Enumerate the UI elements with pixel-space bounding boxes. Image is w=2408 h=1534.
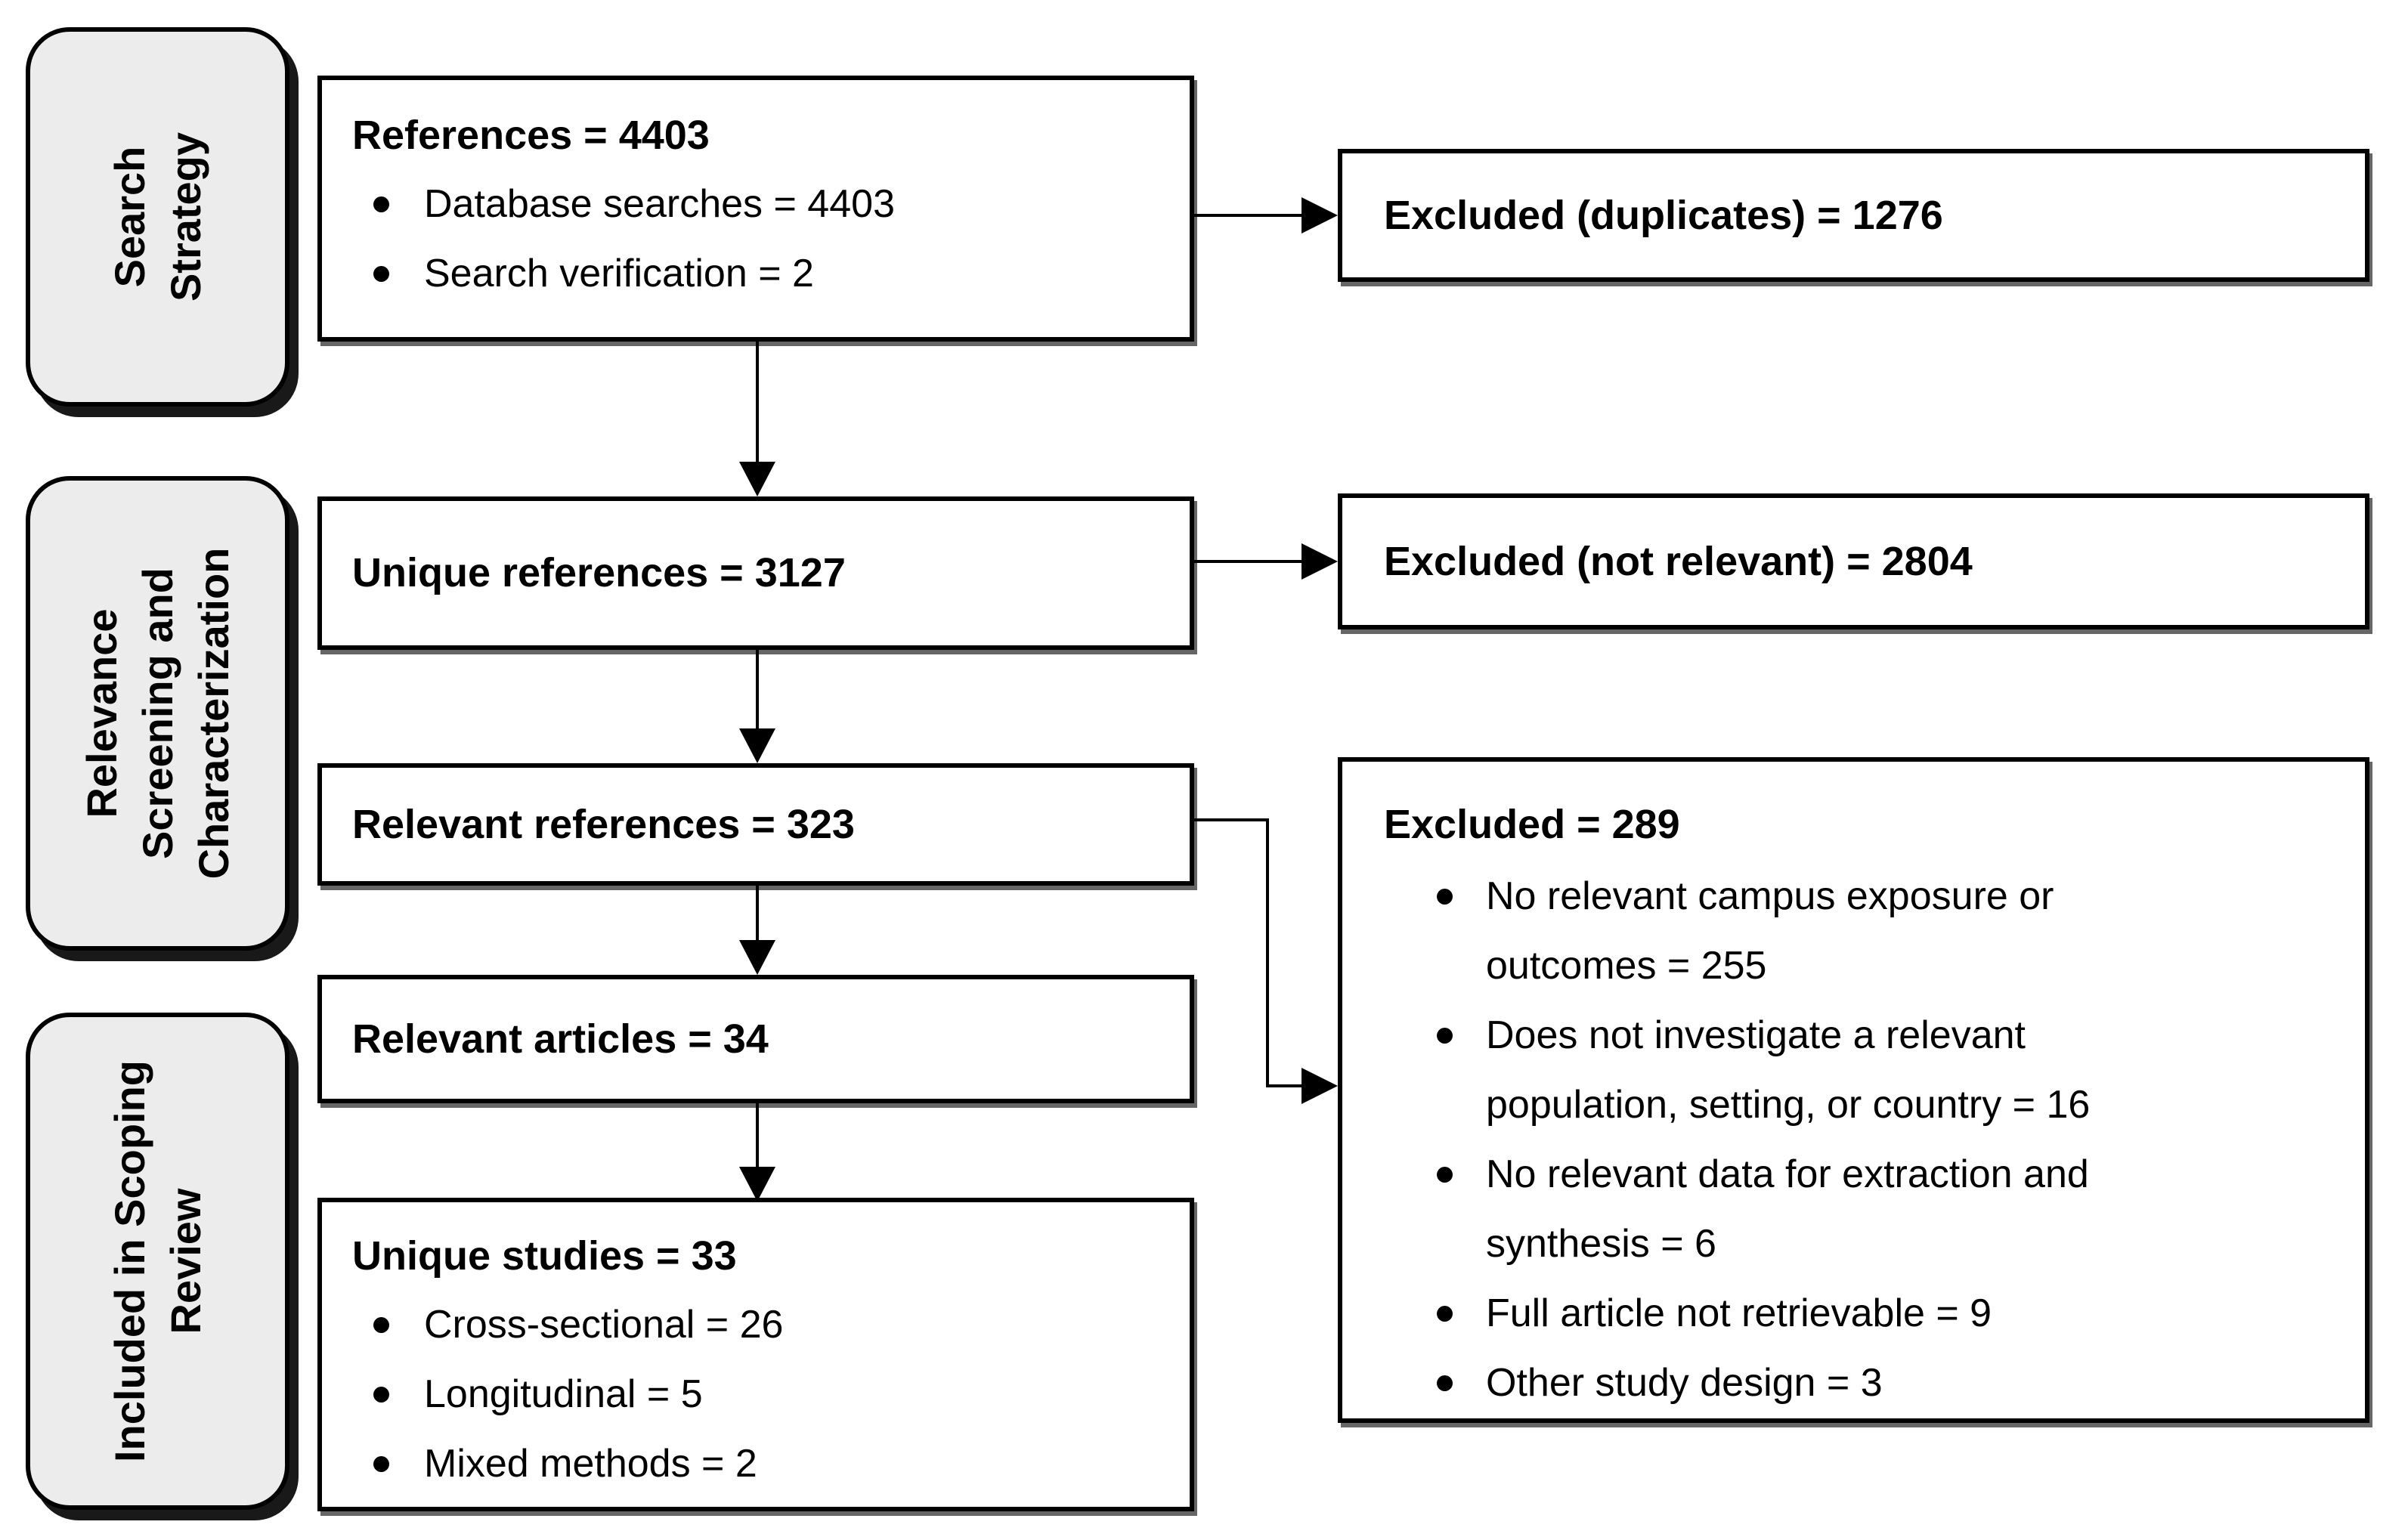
- connector-relevant-refs-to-excluded-seg2: [1266, 818, 1269, 1087]
- flow-box-relevant-articles: Relevant articles = 34: [317, 975, 1194, 1103]
- flow-box-references-bullets: Database searches = 4403 Search verifica…: [352, 169, 1167, 308]
- connector-relevant-refs-to-excluded-seg3: [1266, 1084, 1301, 1087]
- bullet-longitudinal: Longitudinal = 5: [352, 1359, 1167, 1429]
- arrow-unique-to-not-relevant-line: [1194, 560, 1301, 563]
- connector-relevant-refs-to-excluded-head-icon: [1301, 1068, 1338, 1104]
- arrow-articles-to-studies-line: [756, 1103, 759, 1170]
- exclusion-box-not-relevant: Excluded (not relevant) = 2804: [1338, 493, 2369, 629]
- flow-box-references-title: References = 4403: [352, 113, 710, 158]
- arrow-articles-to-studies-head-icon: [739, 1167, 775, 1202]
- flow-box-unique-references-title: Unique references = 3127: [352, 550, 846, 596]
- flow-box-relevant-articles-title: Relevant articles = 34: [352, 1016, 769, 1062]
- arrow-unique-to-relevant-refs-line: [756, 650, 759, 731]
- exclusion-box-excluded-289-title: Excluded = 289: [1384, 802, 1680, 847]
- bullet-database-searches: Database searches = 4403: [352, 169, 1167, 239]
- arrow-relevant-refs-to-articles-head-icon: [739, 940, 775, 975]
- stage-included-in-review: Included in Scoping Review: [26, 1013, 289, 1510]
- flow-box-relevant-references-title: Relevant references = 323: [352, 801, 855, 847]
- bullet-no-relevant-data: No relevant data for extraction and synt…: [1384, 1140, 2211, 1279]
- bullet-other-design: Other study design = 3: [1384, 1348, 2211, 1418]
- stage-included-in-review-label: Included in Scoping Review: [105, 1060, 209, 1462]
- bullet-no-relevant-exposure: No relevant campus exposure or outcomes …: [1384, 861, 2211, 1001]
- arrow-unique-to-not-relevant-head-icon: [1301, 543, 1338, 580]
- exclusion-box-not-relevant-title: Excluded (not relevant) = 2804: [1384, 538, 1973, 584]
- flow-box-unique-studies-title: Unique studies = 33: [352, 1233, 737, 1279]
- arrow-references-to-unique-line: [756, 342, 759, 466]
- arrow-relevant-refs-to-articles-line: [756, 886, 759, 943]
- exclusion-box-duplicates-title: Excluded (duplicates) = 1276: [1384, 192, 1943, 238]
- arrow-unique-to-relevant-refs-head-icon: [739, 728, 775, 763]
- flow-box-references: References = 4403 Database searches = 44…: [317, 76, 1194, 342]
- stage-relevance-screening: Relevance Screening and Characterization: [26, 476, 289, 951]
- flow-box-unique-references: Unique references = 3127: [317, 496, 1194, 650]
- flow-box-unique-studies-bullets: Cross-sectional = 26 Longitudinal = 5 Mi…: [352, 1290, 1167, 1498]
- arrow-references-to-unique-head-icon: [739, 462, 775, 496]
- stage-relevance-screening-label: Relevance Screening and Characterization: [77, 547, 237, 880]
- connector-relevant-refs-to-excluded-seg1: [1194, 818, 1269, 821]
- exclusion-box-excluded-289: Excluded = 289 No relevant campus exposu…: [1338, 757, 2369, 1423]
- bullet-search-verification: Search verification = 2: [352, 239, 1167, 308]
- arrow-references-to-duplicates-head-icon: [1301, 197, 1338, 234]
- bullet-not-relevant-population: Does not investigate a relevant populati…: [1384, 1001, 2211, 1140]
- bullet-cross-sectional: Cross-sectional = 26: [352, 1290, 1167, 1359]
- flow-box-relevant-references: Relevant references = 323: [317, 763, 1194, 886]
- exclusion-box-excluded-289-bullets: No relevant campus exposure or outcomes …: [1384, 861, 2335, 1418]
- exclusion-box-duplicates: Excluded (duplicates) = 1276: [1338, 149, 2369, 282]
- bullet-mixed-methods: Mixed methods = 2: [352, 1429, 1167, 1498]
- bullet-not-retrievable: Full article not retrievable = 9: [1384, 1279, 2211, 1348]
- arrow-references-to-duplicates-line: [1194, 214, 1301, 217]
- stage-search-strategy: Search Strategy: [26, 27, 289, 407]
- stage-search-strategy-label: Search Strategy: [105, 131, 209, 302]
- flow-box-unique-studies: Unique studies = 33 Cross-sectional = 26…: [317, 1198, 1194, 1511]
